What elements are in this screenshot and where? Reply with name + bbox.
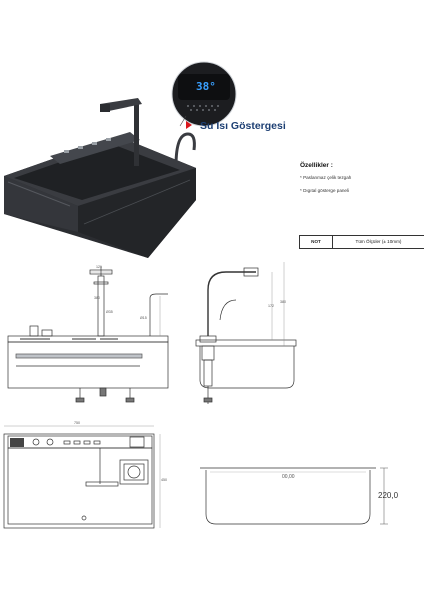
note-value: Tüm Ölçüler (± 10mm) — [355, 239, 402, 244]
dim-top-depth: 450 — [161, 478, 167, 482]
waterfall-faucet — [100, 98, 196, 167]
top-view-drawing — [3, 425, 161, 529]
callout-arrow-icon — [186, 121, 192, 129]
feature-item: * Dıgıtal gösterge paneli — [300, 188, 350, 193]
section-view-drawing — [200, 467, 388, 525]
temperature-display-inset — [171, 61, 237, 127]
side-elevation-drawing — [195, 262, 297, 404]
features-title: Özellikler : — [300, 162, 333, 169]
dim-faucet-height: 380 — [94, 296, 100, 300]
feature-item: * Paslanmaz çelik tezgah — [300, 175, 352, 180]
note-key: NOT — [300, 236, 333, 248]
temperature-reading: 38° — [196, 80, 216, 93]
dim-section-width: 00,00 — [282, 474, 295, 480]
dim-side-total: 380 — [280, 300, 286, 304]
dim-side-height: 172 — [268, 304, 274, 308]
dim-top-width: 750 — [74, 421, 80, 425]
dim-faucet-base: Ø15 — [140, 316, 147, 320]
note-table: NOT Tüm Ölçüler (± 10mm) — [299, 235, 424, 249]
front-elevation-drawing — [7, 266, 169, 403]
callout-label: Su Isı Göstergesi — [200, 120, 286, 132]
dim-faucet-top: 121 — [96, 265, 102, 269]
dim-section-depth: 220,0 — [378, 491, 399, 500]
dim-faucet-head: Ø35 — [106, 310, 113, 314]
